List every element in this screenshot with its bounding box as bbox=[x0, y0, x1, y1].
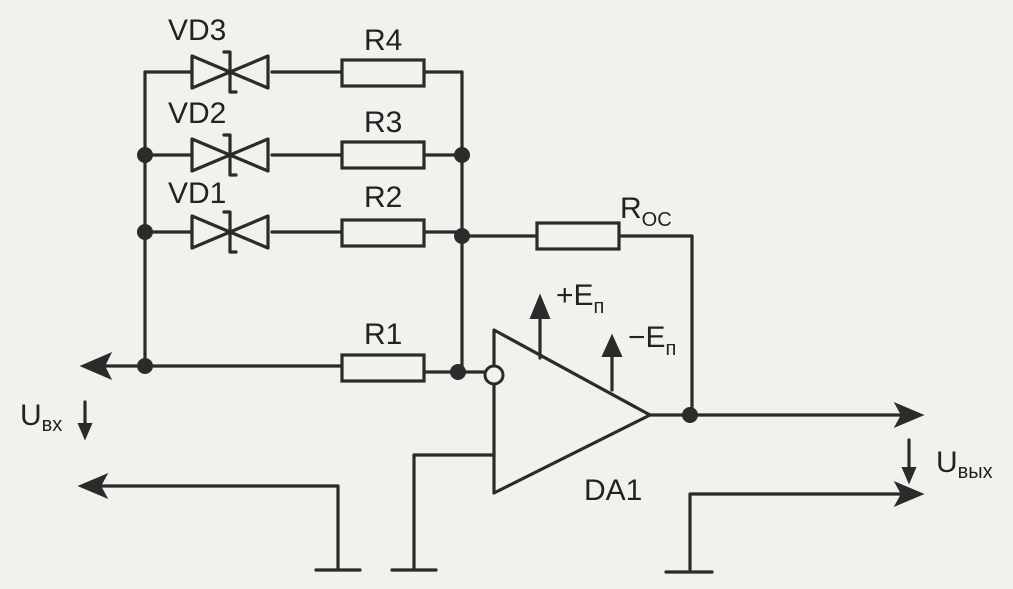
label-r1: R1 bbox=[364, 318, 402, 351]
uin-arrow-icon bbox=[77, 423, 93, 441]
output-return-wire bbox=[688, 492, 907, 572]
label-roc-sub: OC bbox=[642, 209, 672, 231]
label-minus-e-sub: п bbox=[666, 338, 677, 360]
junction-node bbox=[454, 228, 470, 244]
resistor-r2 bbox=[340, 218, 426, 248]
label-plus-e-sub: п bbox=[594, 296, 605, 318]
label-vd3: VD3 bbox=[168, 14, 226, 47]
label-uout-main: U bbox=[936, 446, 958, 479]
inverting-input-circle bbox=[483, 364, 505, 386]
junction-node bbox=[137, 224, 153, 240]
label-uin-sub: вх bbox=[42, 414, 63, 436]
label-roc: ROC bbox=[620, 192, 672, 231]
label-uout: Uвых bbox=[936, 446, 993, 483]
output-arrow-icon bbox=[893, 401, 925, 429]
label-vd1: VD1 bbox=[168, 177, 226, 210]
power-minus-arrow-icon bbox=[601, 333, 623, 357]
label-plus-e: +Eп bbox=[556, 279, 604, 318]
resistor-r4 bbox=[340, 58, 426, 88]
junction-node bbox=[682, 407, 698, 423]
label-minus-e: −Eп bbox=[628, 321, 676, 360]
label-r2: R2 bbox=[364, 181, 402, 214]
label-r4: R4 bbox=[364, 24, 402, 57]
input-arrow-icon bbox=[79, 352, 113, 380]
zener-vd1 bbox=[190, 210, 270, 254]
label-vd2: VD2 bbox=[168, 97, 226, 130]
label-plus-e-main: +E bbox=[556, 279, 594, 312]
uout-arrow-icon bbox=[901, 467, 917, 485]
input-wire bbox=[93, 364, 486, 374]
power-plus-arrow-icon bbox=[529, 293, 551, 319]
zener-vd3 bbox=[190, 50, 270, 94]
label-minus-e-main: −E bbox=[628, 321, 666, 354]
output-return-arrow-icon bbox=[893, 480, 925, 508]
opamp-da1-triangle bbox=[492, 328, 652, 495]
junction-node bbox=[137, 147, 153, 163]
resistor-r3 bbox=[340, 140, 426, 170]
resistor-roc bbox=[535, 221, 621, 251]
input-return-arrow-icon bbox=[77, 472, 109, 500]
label-da1: DA1 bbox=[584, 474, 642, 507]
label-r3: R3 bbox=[364, 106, 402, 139]
label-uin-main: U bbox=[20, 399, 42, 432]
label-uin: Uвх bbox=[20, 399, 62, 436]
zener-vd2 bbox=[190, 133, 270, 177]
junction-node bbox=[137, 358, 153, 374]
resistor-r1 bbox=[340, 353, 426, 383]
label-roc-main: R bbox=[620, 192, 642, 225]
input-return-wire bbox=[93, 484, 340, 570]
noninv-input-wire bbox=[412, 453, 496, 570]
junction-node bbox=[454, 147, 470, 163]
junction-node bbox=[450, 364, 466, 380]
label-uout-sub: вых bbox=[958, 461, 993, 483]
feedback-wire bbox=[460, 234, 694, 417]
